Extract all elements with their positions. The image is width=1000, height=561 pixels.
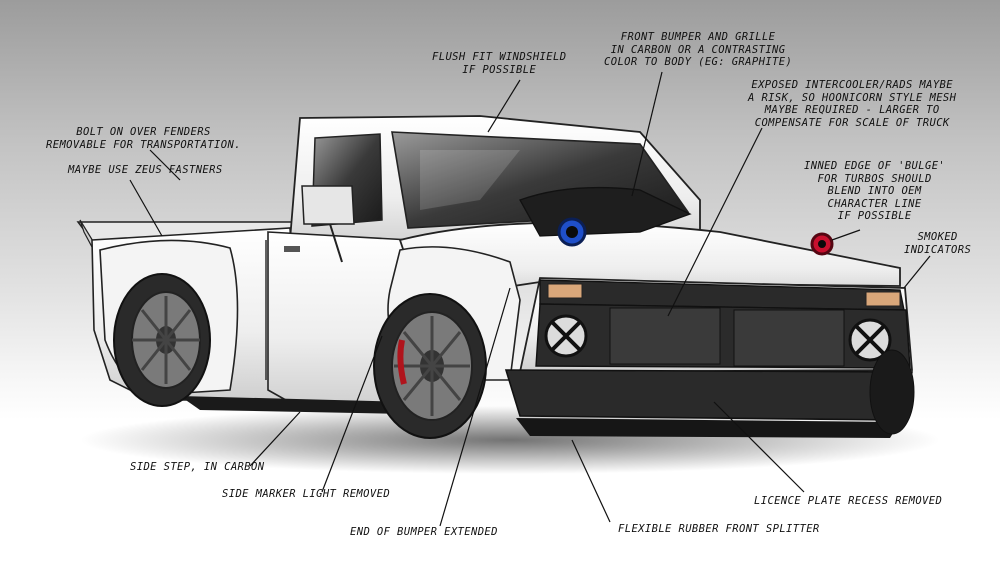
windshield-note: FLUSH FIT WINDSHIELD IF POSSIBLE	[432, 51, 567, 76]
splitter-note: FLEXIBLE RUBBER FRONT SPLITTER	[618, 523, 820, 535]
side-marker-note: SIDE MARKER LIGHT REMOVED	[222, 488, 391, 500]
intercooler-right	[733, 309, 845, 367]
side-step-note: SIDE STEP, IN CARBON	[130, 461, 265, 473]
fenders-note: BOLT ON OVER FENDERS REMOVABLE FOR TRANS…	[46, 126, 241, 151]
bulge-note: INNED EDGE OF 'BULGE' FOR TURBOS SHOULD …	[804, 160, 946, 223]
right-front-wheel	[869, 349, 915, 435]
licence-note: LICENCE PLATE RECESS REMOVED	[754, 495, 943, 507]
front-bumper-note: FRONT BUMPER AND GRILLE IN CARBON OR A C…	[604, 31, 793, 69]
door-handle	[284, 246, 300, 252]
intercooler-note: EXPOSED INTERCOOLER/RADS MAYBE A RISK, S…	[748, 79, 957, 129]
indicators-note: SMOKED INDICATORS	[904, 231, 972, 256]
side-step	[180, 396, 410, 414]
callout-lines	[129, 71, 931, 527]
indicator-right	[865, 291, 901, 307]
front-splitter	[516, 418, 900, 438]
bumper-end-note: END OF BUMPER EXTENDED	[350, 526, 498, 538]
mirror	[301, 185, 355, 225]
rear-wheel	[113, 273, 211, 407]
indicator-left	[547, 283, 583, 299]
fastners-note: MAYBE USE ZEUS FASTNERS	[68, 164, 223, 176]
front-wheel	[373, 293, 487, 439]
intercooler-left	[609, 307, 721, 365]
front-bumper	[504, 369, 914, 421]
